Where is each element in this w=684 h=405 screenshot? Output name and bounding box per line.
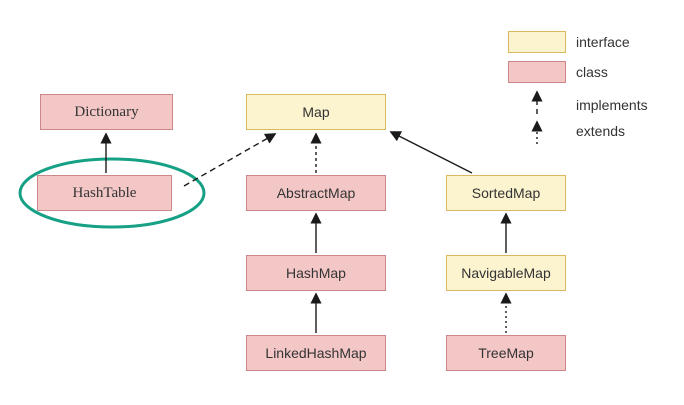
node-abstractmap: AbstractMap <box>246 175 386 211</box>
edge-hashtable-map <box>183 133 277 187</box>
node-dictionary: Dictionary <box>40 94 173 130</box>
node-hashmap: HashMap <box>246 255 386 291</box>
node-hashtable: HashTable <box>37 175 172 211</box>
legend-interface-swatch <box>508 31 566 53</box>
node-linkedhashmap: LinkedHashMap <box>246 335 386 371</box>
legend-implements-label: implements <box>576 97 648 113</box>
node-navigablemap: NavigableMap <box>446 255 566 291</box>
legend-class-label: class <box>576 64 608 80</box>
highlight-ellipse <box>18 157 206 229</box>
legend-interface-label: interface <box>576 34 630 50</box>
legend-class-swatch <box>508 61 566 83</box>
edge-sortedmap-map <box>389 131 473 174</box>
node-sortedmap: SortedMap <box>446 175 566 211</box>
node-treemap: TreeMap <box>446 335 566 371</box>
legend-extends-label: extends <box>576 123 626 139</box>
node-map: Map <box>246 94 386 130</box>
